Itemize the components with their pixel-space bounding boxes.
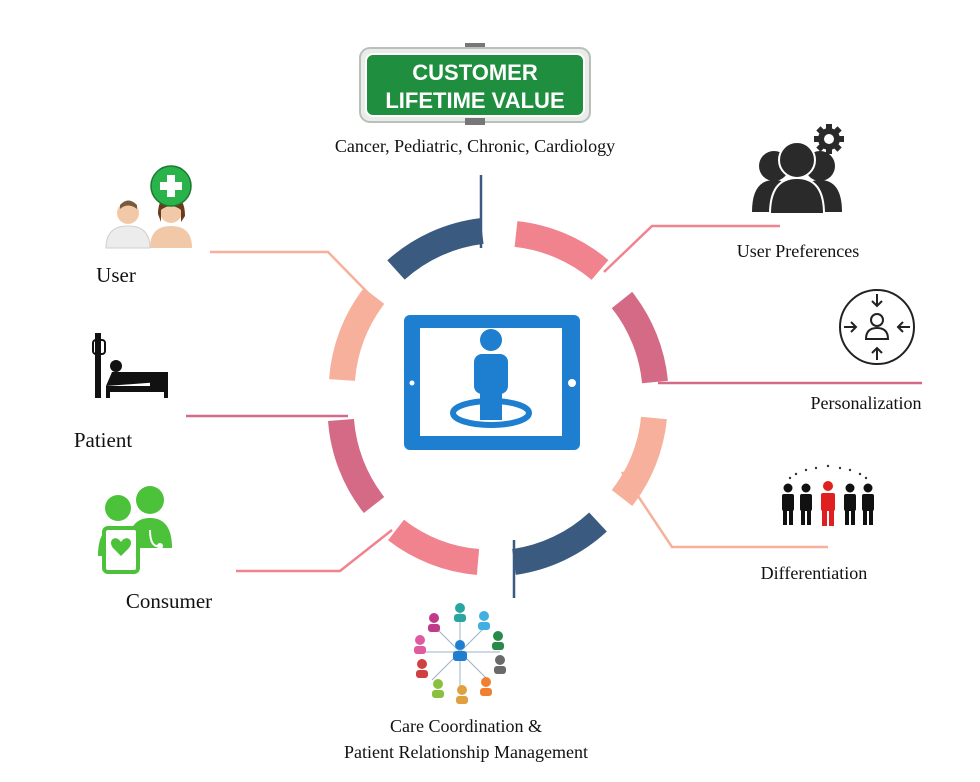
ring-segment-top-right: [514, 221, 609, 281]
sign-line1: CUSTOMER: [412, 60, 538, 85]
users-add-icon: [105, 165, 192, 249]
ring-segment-right-lower: [611, 416, 667, 506]
differentiation-label: Differentiation: [761, 563, 868, 583]
consumer-label: Consumer: [126, 589, 212, 613]
ring: [328, 218, 668, 575]
ring-segment-bottom-right: [511, 512, 607, 575]
ring-segment-left-upper: [329, 288, 385, 382]
sign-line2: LIFETIME VALUE: [385, 88, 564, 113]
connector-user: [210, 250, 373, 298]
doctor-patient-icon: [98, 486, 172, 574]
customer-lifetime-value-sign: [359, 43, 591, 125]
care-network-icon: [414, 603, 506, 704]
top-label: Cancer, Pediatric, Chronic, Cardiology: [335, 136, 615, 156]
connector-user-preferences: [603, 224, 780, 273]
connector-consumer: [236, 529, 393, 573]
user-group-gear-icon: [752, 124, 844, 215]
tablet-user-icon: [404, 315, 580, 450]
personalization-circle-icon: [839, 289, 915, 365]
ring-segment-right-upper: [611, 291, 668, 384]
care-coordination-label-line2: Patient Relationship Management: [344, 742, 588, 762]
connector-differentiation: [620, 471, 828, 549]
ring-segment-top-left: [387, 218, 484, 280]
crowd-differentiation-icon: [782, 464, 874, 526]
user-preferences-label: User Preferences: [737, 241, 859, 261]
ring-segment-bottom-left: [388, 519, 480, 575]
care-coordination-label-line1: Care Coordination &: [390, 716, 542, 736]
patient-bed-icon: [92, 333, 168, 398]
ring-segment-left-lower: [328, 418, 385, 514]
personalization-label: Personalization: [811, 393, 922, 413]
patient-label: Patient: [74, 428, 132, 452]
user-label: User: [96, 263, 136, 287]
